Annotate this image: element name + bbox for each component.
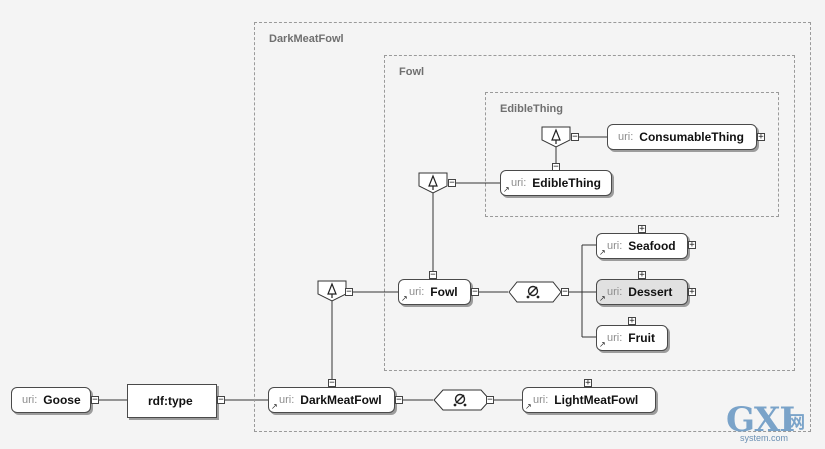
watermark-text: system.com [740, 433, 789, 443]
collapse-toggle[interactable]: − [552, 162, 560, 172]
subclass-tree-icon[interactable] [541, 126, 571, 148]
collapse-toggle[interactable]: − [345, 287, 353, 297]
subclass-tree-icon[interactable] [317, 280, 347, 302]
node-name: Fowl [430, 285, 458, 299]
disjoint-compositor-icon[interactable] [433, 389, 491, 411]
rdf-type-node[interactable]: rdf:type [127, 384, 217, 418]
expand-toggle[interactable]: + [628, 316, 636, 326]
expand-toggle[interactable]: + [757, 132, 765, 142]
consumable-thing-node[interactable]: uri: ConsumableThing [607, 124, 757, 150]
uri-label: uri: [409, 286, 425, 298]
disjoint-compositor-icon[interactable] [508, 281, 562, 303]
fruit-node[interactable]: ↗ uri: Fruit [596, 325, 668, 351]
node-name: Dessert [628, 285, 673, 299]
region-title: DarkMeatFowl [269, 33, 344, 45]
collapse-toggle[interactable]: − [448, 178, 456, 188]
watermark-text: GXI [726, 400, 795, 440]
uri-label: uri: [607, 332, 623, 344]
dark-meat-fowl-node[interactable]: ↗ uri: DarkMeatFowl [268, 387, 395, 413]
collapse-toggle[interactable]: − [91, 395, 99, 405]
expand-toggle[interactable]: + [638, 224, 646, 234]
node-name: ConsumableThing [639, 130, 744, 144]
link-arrow-icon: ↗ [271, 402, 278, 411]
link-arrow-icon: ↗ [599, 248, 606, 257]
node-name: Goose [43, 393, 81, 407]
node-name: EdibleThing [532, 176, 601, 190]
region-fowl: Fowl [384, 55, 795, 371]
uri-label: uri: [618, 131, 634, 143]
seafood-node[interactable]: ↗ uri: Seafood [596, 233, 688, 259]
region-title: EdibleThing [500, 103, 563, 115]
collapse-toggle[interactable]: − [471, 287, 479, 297]
node-name: DarkMeatFowl [300, 393, 382, 407]
fowl-node[interactable]: ↗ uri: Fowl [398, 279, 471, 305]
uri-label: uri: [607, 240, 623, 252]
collapse-toggle[interactable]: − [561, 287, 569, 297]
node-name: LightMeatFowl [554, 393, 639, 407]
node-name: Fruit [628, 331, 655, 345]
node-name: Seafood [628, 239, 676, 253]
watermark-logo: GXI 网 system.com [724, 400, 824, 448]
expand-toggle[interactable]: + [638, 270, 646, 280]
watermark-text: 网 [788, 413, 805, 432]
uri-label: uri: [511, 177, 527, 189]
region-title: Fowl [399, 66, 425, 78]
link-arrow-icon: ↗ [599, 294, 606, 303]
uri-label: uri: [607, 286, 623, 298]
expand-toggle[interactable]: + [688, 287, 696, 297]
collapse-toggle[interactable]: − [571, 132, 579, 142]
edible-thing-node[interactable]: ↗ uri: EdibleThing [500, 170, 612, 196]
collapse-toggle[interactable]: − [217, 395, 225, 405]
dessert-node[interactable]: ↗ uri: Dessert [596, 279, 688, 305]
light-meat-fowl-node[interactable]: ↗ uri: LightMeatFowl [522, 387, 656, 413]
collapse-toggle[interactable]: − [429, 270, 437, 280]
link-arrow-icon: ↗ [401, 294, 408, 303]
expand-toggle[interactable]: + [584, 378, 592, 388]
link-arrow-icon: ↗ [525, 402, 532, 411]
region-dark-meat-fowl: DarkMeatFowl [254, 22, 811, 432]
link-arrow-icon: ↗ [503, 185, 510, 194]
collapse-toggle[interactable]: − [486, 395, 494, 405]
uri-label: uri: [533, 394, 549, 406]
collapse-toggle[interactable]: − [328, 378, 336, 388]
collapse-toggle[interactable]: − [395, 395, 403, 405]
subclass-tree-icon[interactable] [418, 172, 448, 194]
link-arrow-icon: ↗ [599, 340, 606, 349]
uri-label: uri: [279, 394, 295, 406]
expand-toggle[interactable]: + [688, 240, 696, 250]
node-name: rdf:type [148, 394, 193, 408]
region-edible-thing: EdibleThing [485, 92, 779, 217]
goose-node[interactable]: uri: Goose [11, 387, 91, 413]
uri-label: uri: [22, 394, 38, 406]
